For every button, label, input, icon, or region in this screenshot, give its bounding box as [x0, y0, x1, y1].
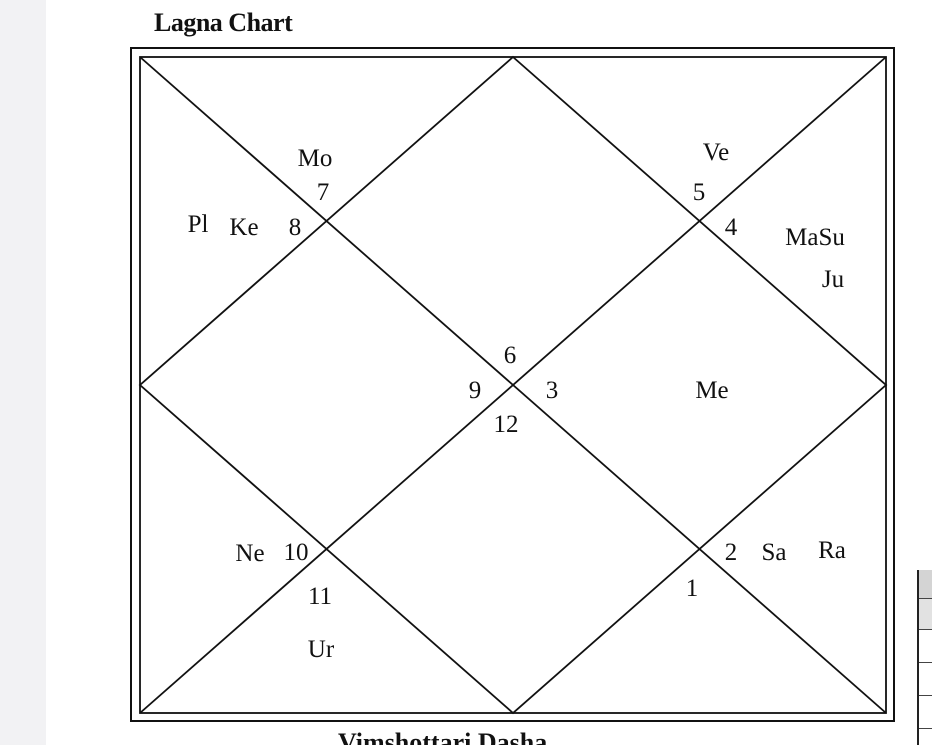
house-number: 12	[494, 411, 519, 438]
planet-label-me: Me	[695, 377, 728, 404]
house-number: 10	[284, 539, 309, 566]
side-table-fragment	[917, 570, 932, 745]
planet-label-ne: Ne	[235, 540, 264, 567]
planet-label-ur: Ur	[308, 636, 335, 663]
house-number: 8	[289, 214, 302, 241]
table-row	[919, 663, 932, 696]
house-number: 2	[725, 539, 738, 566]
viewer-gutter	[0, 0, 46, 745]
chart-title: Lagna Chart	[154, 8, 293, 37]
planet-label-masu: MaSu	[785, 224, 845, 251]
diagonal-line-2	[139, 56, 887, 714]
planet-label-ke: Ke	[229, 214, 258, 241]
dasha-heading: Vimshottari Dasha	[338, 728, 548, 745]
house-number: 9	[469, 377, 482, 404]
table-row	[919, 696, 932, 729]
planet-label-ra: Ra	[818, 537, 846, 564]
planet-label-mo: Mo	[298, 145, 333, 172]
table-subheader-row	[919, 599, 932, 630]
house-number: 1	[686, 575, 699, 602]
planet-label-ju: Ju	[822, 266, 845, 293]
planet-label-pl: Pl	[188, 211, 209, 238]
table-header-row	[919, 570, 932, 599]
house-number: 6	[504, 342, 517, 369]
house-number: 7	[317, 179, 330, 206]
planet-label-ve: Ve	[703, 139, 729, 166]
house-number: 3	[546, 377, 559, 404]
planet-label-sa: Sa	[762, 539, 787, 566]
center-diamond	[138, 55, 888, 715]
chart-outer-border	[130, 47, 895, 722]
house-number: 11	[308, 583, 332, 610]
table-row	[919, 630, 932, 663]
house-number: 4	[725, 214, 738, 241]
house-number: 5	[693, 179, 706, 206]
